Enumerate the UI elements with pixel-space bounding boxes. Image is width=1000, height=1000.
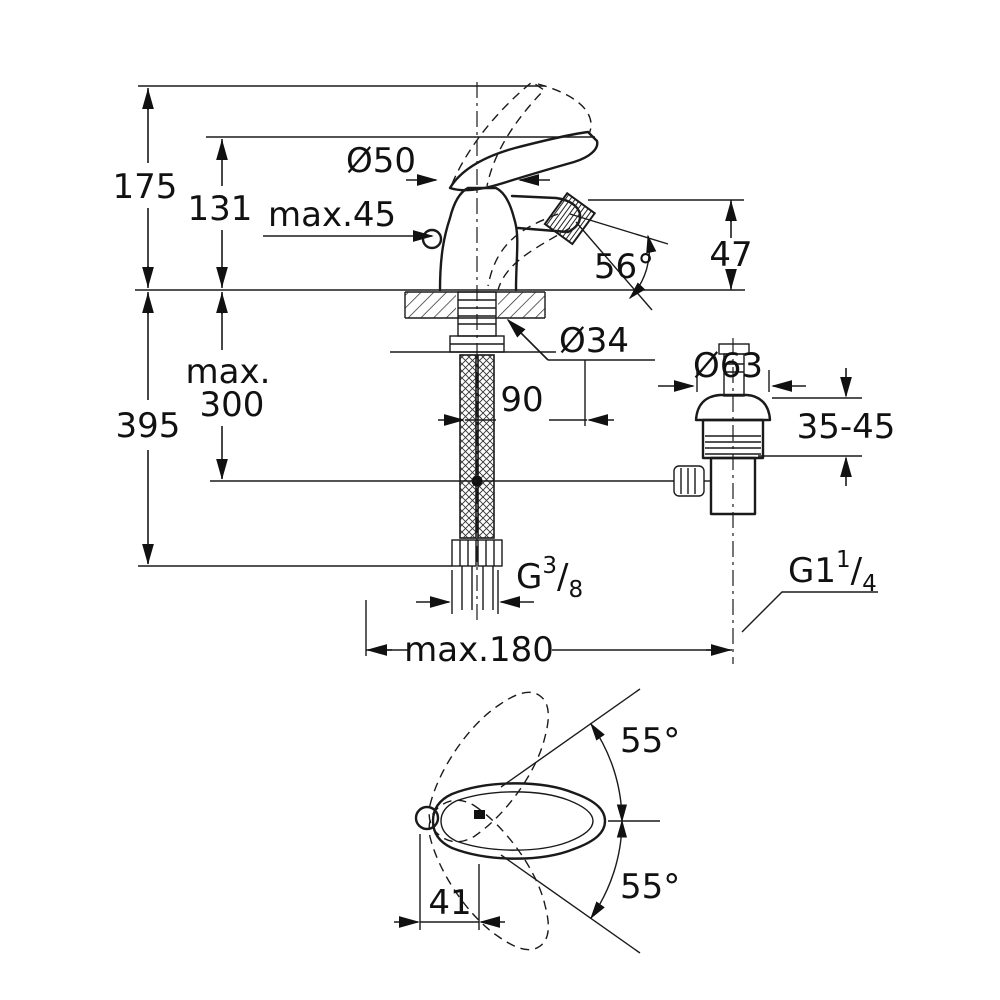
- handle-center-position: [431, 782, 607, 860]
- dimensions-left: 175 131 395 max. 300: [113, 85, 595, 567]
- dim-height-tip: 131: [188, 189, 253, 229]
- dim-depth-max-line2: 300: [200, 385, 265, 425]
- supply-hose-left: [459, 354, 477, 539]
- dim-rod-reach: max.180: [404, 630, 554, 670]
- dim-base-dia: Ø50: [346, 141, 416, 181]
- dim-flange-dia: Ø63: [693, 346, 763, 386]
- dim-drain-thread: G11/4: [788, 547, 877, 597]
- dim-swing-up: 55°: [620, 721, 680, 761]
- aerator: [543, 191, 597, 246]
- lever-swing-arc: [537, 83, 592, 135]
- handle-logo-mark: [474, 810, 485, 819]
- supply-hose-right: [477, 354, 495, 539]
- handle-swung-down: [428, 799, 550, 951]
- faucet-lever: [448, 130, 599, 192]
- hose-nut-right: [477, 539, 503, 567]
- dim-deck-max: max.45: [268, 195, 396, 235]
- dim-below-total: 395: [116, 406, 181, 446]
- dim-hole-dia: Ø34: [559, 321, 629, 361]
- dimensions-lower: G3/8 G11/4 max.180: [365, 547, 878, 670]
- dim-depth-max-line1: max.: [186, 352, 271, 392]
- body-rear-circle: [414, 805, 440, 831]
- flow-path-2: [497, 227, 571, 291]
- mounting-deck: [135, 289, 745, 353]
- flow-path-1: [487, 213, 559, 287]
- popup-rod-and-drain: [471, 338, 772, 664]
- dim-clamp-range: 35-45: [797, 407, 896, 447]
- dimensions-upper: max.45 Ø50 56° 47: [263, 141, 753, 311]
- dim-height-total: 175: [113, 167, 178, 207]
- dimensions-mid: Ø34 90 Ø63 35-45: [438, 318, 896, 486]
- dim-supply-thread: G3/8: [516, 553, 583, 603]
- dim-outlet-height: 47: [709, 235, 752, 275]
- dim-handle-offset: 41: [428, 883, 471, 923]
- handle-top-view: 55° 55° 41: [394, 688, 680, 954]
- handle-swung-up: [428, 691, 550, 843]
- hose-nut-left: [451, 539, 477, 567]
- drain-flange: [694, 393, 772, 422]
- rod-knob: [673, 465, 705, 497]
- shank-and-hoses: [449, 291, 505, 610]
- dim-hole-offset: 90: [500, 380, 543, 420]
- faucet-side-view: [421, 81, 599, 620]
- temperature-ring: [421, 228, 443, 250]
- dim-spout-angle: 56°: [594, 247, 654, 287]
- faucet-lever-raised: [451, 81, 546, 187]
- drain-tailpipe: [709, 456, 757, 516]
- dim-swing-down: 55°: [620, 867, 680, 907]
